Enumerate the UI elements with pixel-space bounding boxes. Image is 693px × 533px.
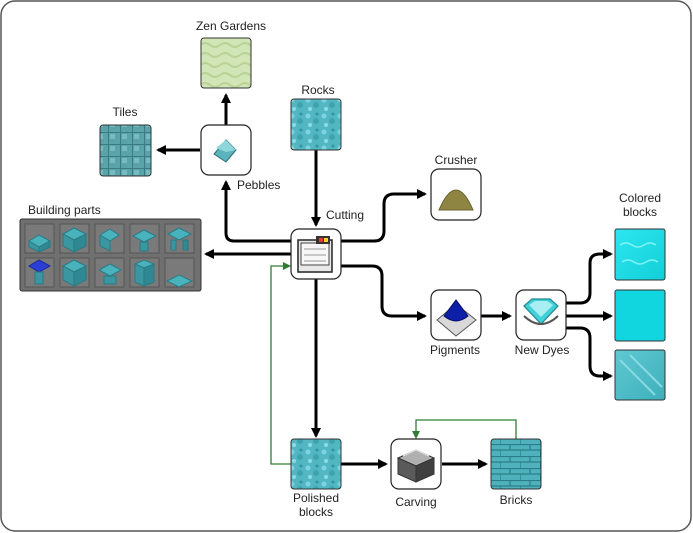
label-rocks: Rocks (301, 83, 335, 97)
label-tiles: Tiles (112, 105, 138, 119)
label-cutting: Cutting (326, 208, 365, 222)
label-colored-blocks-line2: blocks (622, 205, 658, 219)
label-building-parts: Building parts (28, 203, 101, 217)
building-parts-grid-icon (19, 218, 202, 292)
sand-texture-icon (200, 37, 252, 89)
label-zen-gardens: Zen Gardens (195, 19, 267, 33)
label-bricks: Bricks (499, 493, 533, 507)
polished-block-icon (290, 438, 342, 490)
arrow-cutting-to-pigments (341, 264, 427, 321)
brick-block-icon (490, 438, 542, 490)
carving-machine-icon (390, 438, 442, 490)
arrow-cutting-to-pebbles (221, 180, 292, 243)
arrow-polished-back-to-cutting (270, 262, 291, 465)
feedback-connectors (270, 262, 517, 465)
arrow-new-dyes-to-colored-1 (566, 249, 613, 305)
label-polished-blocks-line2: blocks (298, 505, 334, 519)
label-new-dyes: New Dyes (514, 343, 570, 357)
cutting-machine-icon (290, 228, 342, 280)
label-colored-blocks-line1: Colored (618, 191, 662, 205)
tile-block-icon (99, 124, 152, 177)
dye-icon (515, 289, 567, 341)
colored-block-icons (614, 228, 666, 401)
pigment-icon (430, 289, 482, 341)
label-crusher: Crusher (434, 153, 478, 167)
label-pebbles: Pebbles (237, 178, 281, 192)
label-polished-blocks-line1: Polished (292, 491, 340, 505)
label-pigments: Pigments (429, 343, 481, 357)
rock-block-icon (290, 98, 342, 151)
arrow-new-dyes-to-colored-3 (566, 326, 613, 381)
arrow-bricks-back-to-carving (412, 419, 517, 440)
label-carving: Carving (395, 495, 437, 509)
arrow-cutting-to-crusher (341, 189, 427, 243)
crushed-dust-icon (430, 168, 482, 221)
flow-connectors (156, 93, 613, 469)
pebble-icon (200, 124, 252, 176)
